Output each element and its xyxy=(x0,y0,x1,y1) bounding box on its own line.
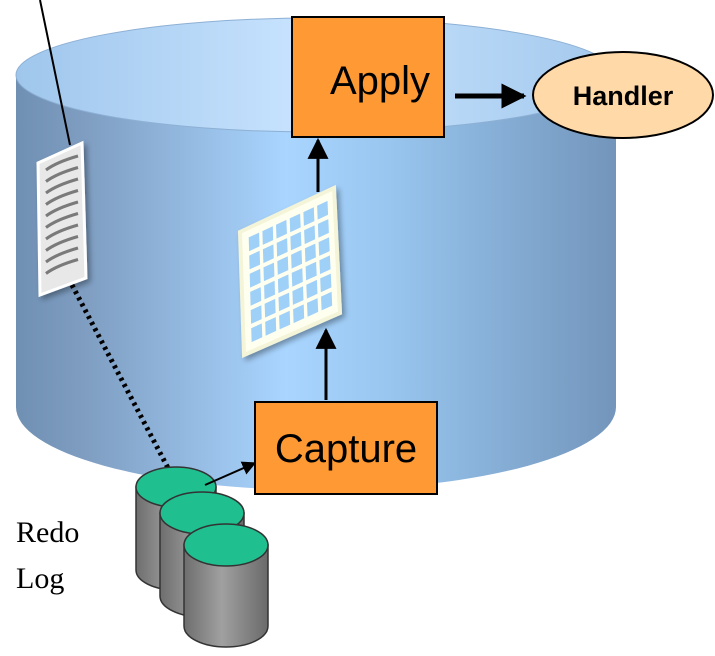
grid-cell xyxy=(277,256,289,275)
grid-cell xyxy=(250,305,262,324)
document-text-line xyxy=(45,166,79,183)
grid-cell xyxy=(262,244,274,264)
grid-cell xyxy=(250,287,262,306)
handler-label: Handler xyxy=(573,81,674,111)
redo-log-label-line2: Log xyxy=(16,562,65,595)
grid-cell xyxy=(262,226,274,245)
capture-label: Capture xyxy=(275,427,417,471)
grid-cell xyxy=(263,262,275,282)
log-to-capture-arrow xyxy=(204,461,257,486)
document-text-line xyxy=(45,200,79,218)
grid-cell xyxy=(279,310,291,330)
document-text-line xyxy=(45,246,79,264)
document-leader-line xyxy=(39,0,71,146)
grid-cell xyxy=(317,200,329,220)
document-text-line xyxy=(45,258,79,275)
grid-cell xyxy=(276,238,288,257)
grid-cell xyxy=(304,243,316,263)
grid-cell xyxy=(276,219,287,239)
grid-cell xyxy=(265,317,277,336)
grid-cell xyxy=(264,298,276,318)
document-text-line xyxy=(45,177,79,195)
apply-box: Apply xyxy=(291,16,445,138)
grid-cell xyxy=(264,280,275,300)
handler-ellipse: Handler xyxy=(532,51,714,139)
grid-cell xyxy=(249,250,261,270)
redo-log-label-line1: Redo xyxy=(16,516,80,549)
grid-cell xyxy=(320,273,332,293)
grid-cell xyxy=(317,219,329,238)
grid-cell xyxy=(289,213,301,233)
text-document-icon xyxy=(36,140,88,298)
grid-cell xyxy=(291,268,303,287)
grid-cell xyxy=(292,286,304,305)
grid-cell xyxy=(293,304,305,324)
capture-box: Capture xyxy=(254,401,438,495)
grid-cell xyxy=(248,232,260,252)
grid-cell xyxy=(277,274,289,294)
grid-cell xyxy=(306,279,318,299)
disk-stack-icon xyxy=(135,466,269,648)
document-text-line xyxy=(45,235,79,252)
document-text-line xyxy=(45,223,79,241)
grid-cell xyxy=(318,237,330,256)
redo-log-label: Redo Log xyxy=(16,516,79,596)
table-grid-icon xyxy=(237,184,343,359)
apply-label: Apply xyxy=(330,59,430,103)
grid-cell xyxy=(321,291,333,311)
grid-cell xyxy=(290,231,302,251)
grid-cell xyxy=(251,323,263,343)
grid-cell xyxy=(291,249,303,269)
grid-cell xyxy=(305,261,317,281)
document-text-line xyxy=(45,212,79,229)
disk-3 xyxy=(183,523,269,648)
document-text-line xyxy=(45,154,79,172)
grid-cell xyxy=(319,255,331,275)
grid-cell xyxy=(303,207,315,226)
grid-cell xyxy=(249,268,261,288)
grid-cell xyxy=(278,292,290,312)
document-text-line xyxy=(45,189,79,206)
grid-cell xyxy=(307,298,319,317)
grid-cell xyxy=(304,225,316,245)
